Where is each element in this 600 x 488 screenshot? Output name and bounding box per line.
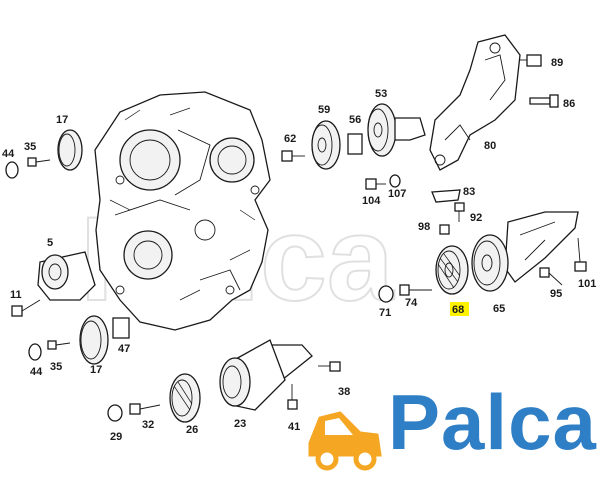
- bolt-35-bottom: [47, 340, 71, 350]
- pulley-53: [367, 103, 426, 157]
- spacer-47: [112, 317, 130, 339]
- brand-logo: [308, 411, 382, 471]
- label-92: 92: [470, 212, 482, 224]
- tensioner-5: [37, 251, 96, 301]
- bolt-38: [318, 361, 341, 372]
- label-35-top: 35: [24, 141, 36, 153]
- part-labels: 89 86 59 53 62 56 80 44 35 17 107 83 104…: [2, 57, 596, 443]
- pulley-59: [311, 120, 341, 170]
- label-95: 95: [550, 288, 562, 300]
- washer-44-top: [5, 161, 19, 179]
- washer-44-bottom: [28, 343, 42, 361]
- bolt-104: [365, 178, 386, 190]
- bolt-92: [454, 202, 465, 222]
- label-62: 62: [284, 133, 296, 145]
- label-47: 47: [118, 343, 130, 355]
- label-29: 29: [110, 431, 122, 443]
- label-56: 56: [349, 114, 361, 126]
- label-53: 53: [375, 88, 387, 100]
- pulley-26: [169, 373, 201, 423]
- highlight-68: [450, 302, 469, 316]
- label-74: 74: [405, 297, 418, 309]
- bolt-11: [11, 299, 41, 317]
- spacer-56: [347, 133, 363, 155]
- label-83: 83: [463, 186, 475, 198]
- label-17-bottom: 17: [90, 364, 102, 376]
- label-65: 65: [493, 303, 505, 315]
- label-107: 107: [388, 188, 406, 200]
- washer-71: [378, 285, 394, 303]
- timing-cover: [94, 91, 271, 331]
- label-80: 80: [484, 140, 496, 152]
- label-41: 41: [288, 421, 300, 433]
- label-68: 68: [452, 304, 464, 316]
- label-32: 32: [142, 419, 154, 431]
- label-71: 71: [379, 307, 391, 319]
- label-5: 5: [47, 237, 53, 249]
- label-89: 89: [551, 57, 563, 69]
- label-44-top: 44: [2, 148, 15, 160]
- label-59: 59: [318, 104, 330, 116]
- pulley-65: [471, 234, 509, 292]
- label-26: 26: [186, 424, 198, 436]
- washer-29: [107, 404, 123, 422]
- bolt-62: [281, 150, 305, 162]
- bolt-35-top: [27, 157, 51, 167]
- tensioner-23: [219, 339, 286, 411]
- label-104: 104: [362, 195, 381, 207]
- label-35-bottom: 35: [50, 361, 62, 373]
- label-11: 11: [10, 289, 22, 301]
- label-86: 86: [563, 98, 575, 110]
- brand-name: Palca: [388, 378, 597, 466]
- label-101: 101: [578, 278, 596, 290]
- bolt-74: [399, 284, 432, 296]
- nut-98: [439, 224, 450, 235]
- plate-83: [431, 189, 461, 203]
- bolt-41: [287, 384, 298, 410]
- label-23: 23: [234, 418, 246, 430]
- bolt-101: [574, 237, 587, 272]
- bolt-32: [129, 403, 161, 415]
- label-44-bottom: 44: [30, 366, 43, 378]
- bracket-80: [429, 34, 521, 171]
- pulley-17-top: [57, 129, 83, 171]
- label-98: 98: [418, 221, 430, 233]
- car-icon: [308, 411, 382, 471]
- label-38: 38: [338, 386, 350, 398]
- bolt-95: [539, 267, 563, 286]
- washer-107: [389, 174, 401, 188]
- bolt-86: [529, 94, 559, 108]
- pulley-68: [435, 245, 469, 295]
- pulley-17-bottom: [79, 315, 109, 365]
- label-17-top: 17: [56, 114, 68, 126]
- bolt-89: [520, 54, 542, 67]
